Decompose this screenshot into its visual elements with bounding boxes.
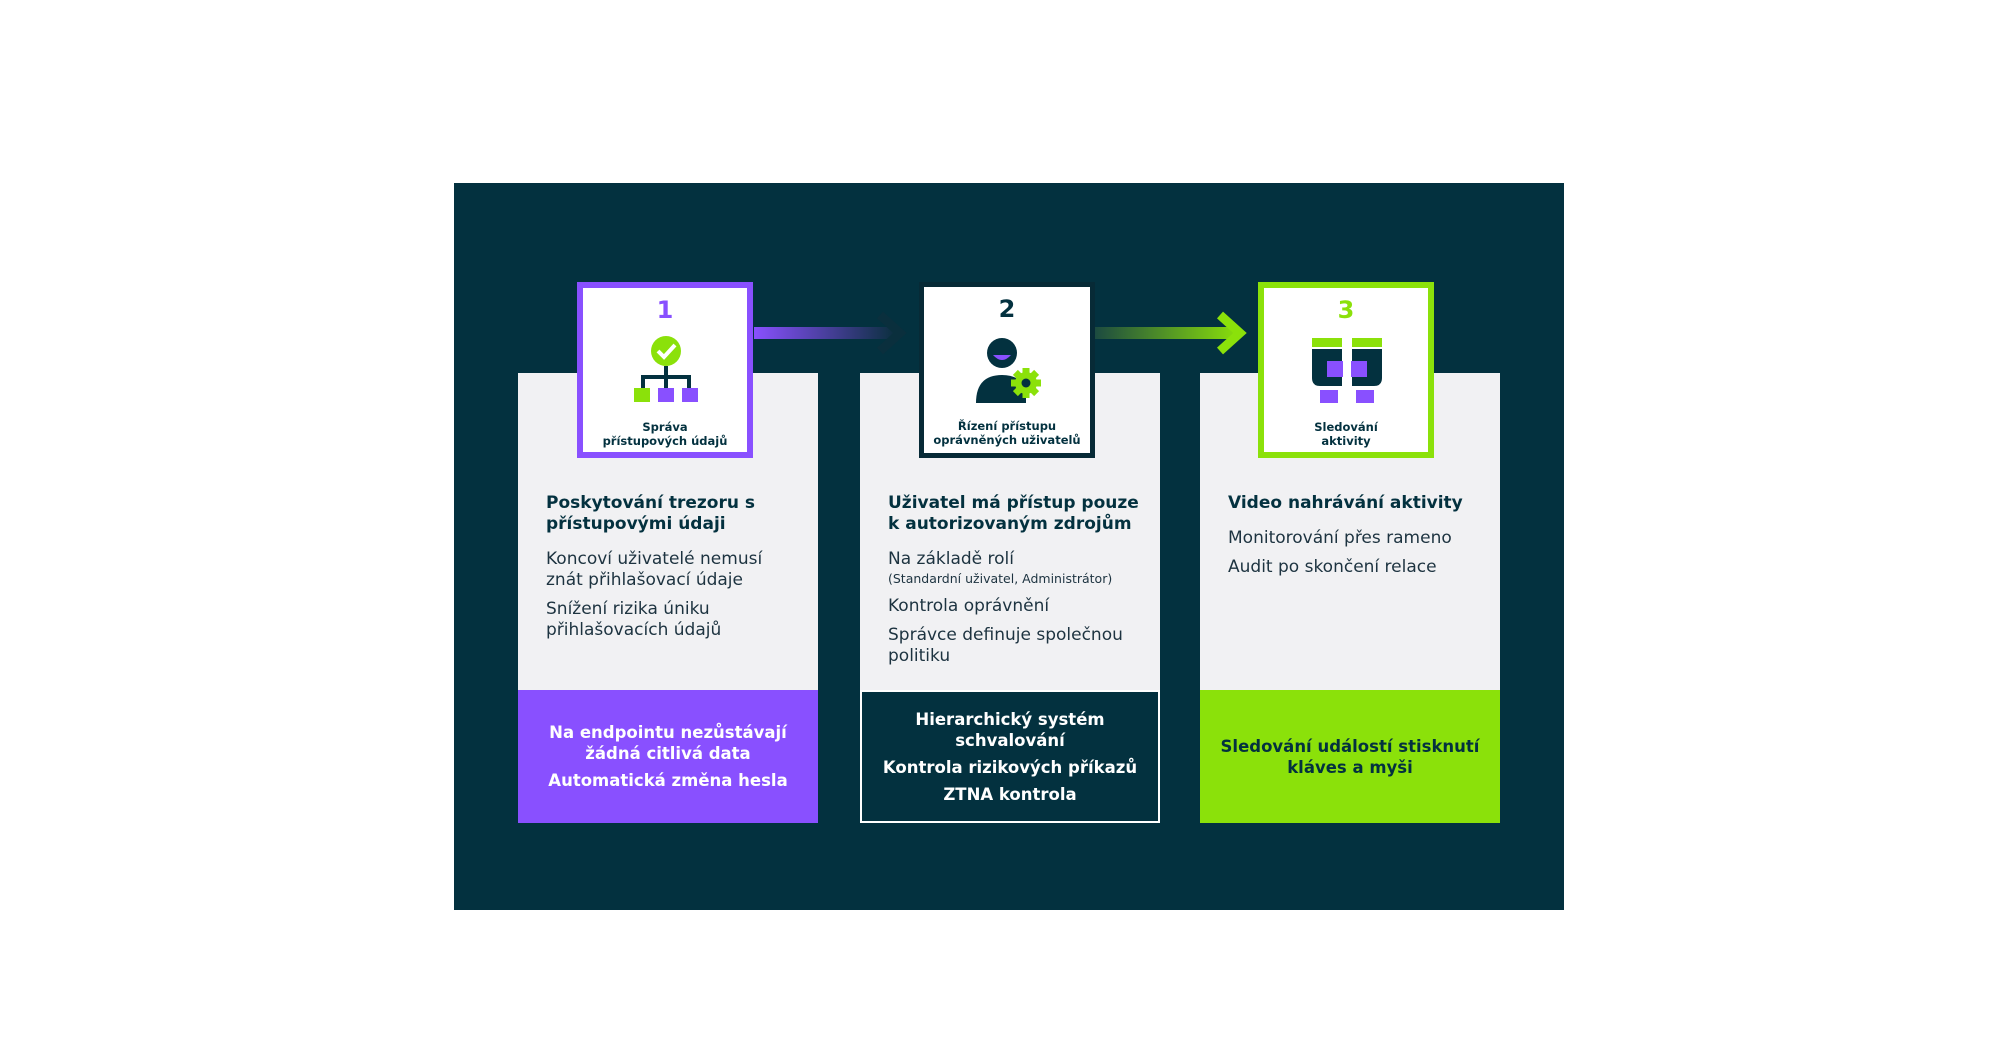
step-number: 1 (656, 296, 674, 324)
step-badge-3: 3 Sledování aktivity (1258, 282, 1434, 458)
step-badge-label: Řízení přístupu oprávněných uživatelů (933, 419, 1081, 447)
step-item: Správce definuje společnou politiku (888, 625, 1123, 666)
credential-hierarchy-check-icon (634, 336, 698, 402)
step-heading: Uživatel má přístup pouze k autorizovaný… (888, 493, 1139, 534)
user-gear-icon (976, 338, 1041, 403)
footer-item: ZTNA kontrola (943, 784, 1077, 804)
step-footer: Hierarchický systém schvalování Kontrola… (860, 690, 1160, 823)
footer-item: Hierarchický systém schvalování (915, 709, 1105, 750)
step-item: Na základě rolí (Standardní uživatel, Ad… (888, 549, 1144, 588)
step-number: 3 (1337, 296, 1355, 324)
step-item: Monitorování přes rameno (1228, 528, 1452, 548)
step-item: Koncoví uživatelé nemusí znát přihlašova… (546, 549, 763, 590)
step-item: Kontrola oprávnění (888, 596, 1050, 616)
step-heading: Poskytování trezoru s přístupovými údaji (546, 493, 755, 534)
footer-item: Automatická změna hesla (548, 771, 788, 790)
step-item-note: (Standardní uživatel, Administrátor) (888, 571, 1113, 586)
step-badge-label: Sledování aktivity (1314, 420, 1378, 448)
step-item: Snížení rizika úniku přihlašovacích údaj… (546, 599, 722, 640)
arrow-2-to-3 (1095, 311, 1247, 355)
step-card-body: Video nahrávání aktivity Monitorování př… (1228, 493, 1484, 586)
step-footer: Na endpointu nezůstávají žádná citlivá d… (518, 690, 818, 823)
step-footer: Sledování událostí stisknutí kláves a my… (1200, 690, 1500, 823)
step-card-body: Uživatel má přístup pouze k autorizovaný… (888, 493, 1144, 675)
binoculars-icon (1312, 338, 1382, 403)
step-number: 2 (998, 295, 1016, 323)
footer-item: Kontrola rizikových příkazů (882, 757, 1138, 777)
step-item: Audit po skončení relace (1228, 557, 1437, 577)
step-item-text: Na základě rolí (888, 549, 1014, 569)
step-heading: Video nahrávání aktivity (1228, 493, 1463, 513)
step-card-2: Uživatel má přístup pouze k autorizovaný… (860, 373, 1160, 823)
arrow-1-to-2 (754, 311, 907, 355)
step-card-body: Poskytování trezoru s přístupovými údaji… (546, 493, 802, 649)
step-badge-2: 2 Řízení přístupu oprávněných uživatelů (919, 282, 1095, 458)
footer-item: Na endpointu nezůstávají žádná citlivá d… (549, 723, 787, 763)
step-badge-label: Správa přístupových údajů (602, 420, 728, 448)
diagram-panel: Poskytování trezoru s přístupovými údaji… (454, 183, 1564, 910)
step-badge-1: 1 Správa přístupových údajů (577, 282, 753, 458)
footer-item: Sledování událostí stisknutí kláves a my… (1220, 736, 1480, 777)
